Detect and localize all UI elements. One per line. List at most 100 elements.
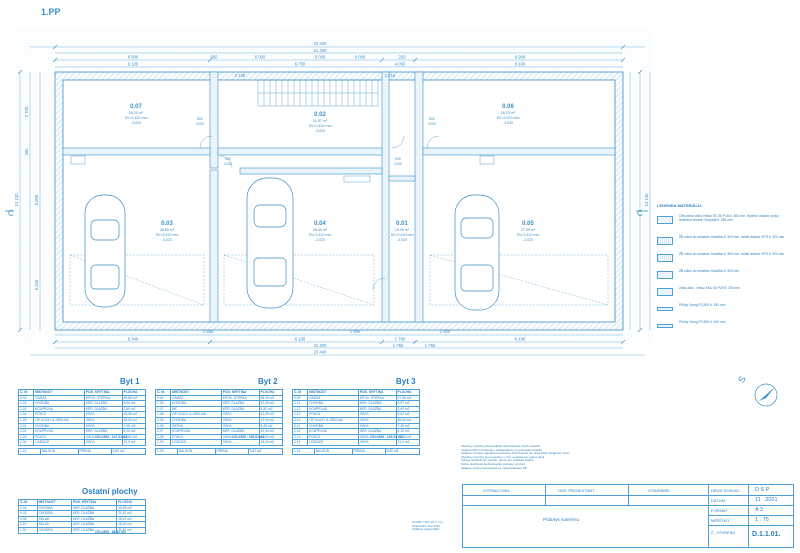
car-icons bbox=[84, 177, 500, 311]
dim-top-inner: 4.050 bbox=[395, 62, 406, 67]
dim-top-seg: 650 bbox=[211, 55, 219, 60]
dim-left-seg: 300 bbox=[24, 148, 29, 156]
dim-right-total: 13 130 bbox=[644, 193, 649, 206]
title-block: VYPRACOVAL ODP. PROJEKTANT STAVEBNÍK Půd… bbox=[462, 484, 794, 548]
dim-bottom-small: 1 900 bbox=[440, 329, 451, 334]
tb-datum-value: 11 . 2021 bbox=[755, 497, 778, 503]
svg-text:18,20 m²: 18,20 m² bbox=[129, 111, 144, 115]
north-arrow-icon: S bbox=[736, 374, 778, 407]
tb-vykres-label: Č. VÝKRESU bbox=[711, 530, 736, 535]
dim-bottom-seg: 6 100 bbox=[515, 337, 526, 342]
note-line: Výkres neslouží pro výrobu, pouze pro re… bbox=[461, 458, 534, 463]
byt-2-title: Byt 2 bbox=[258, 377, 278, 386]
outer-walls bbox=[54, 71, 624, 331]
tb-vykres-value: D.1.1.01. bbox=[752, 531, 781, 538]
car-icon bbox=[454, 194, 500, 311]
byt-1-total: CELKEM : 147,31 m2 bbox=[95, 435, 128, 439]
section-mark-left: C bbox=[8, 209, 14, 218]
legend-item: ŽB zdivo do zeměstv. tloušťka tl. 300 mm bbox=[657, 269, 792, 279]
svg-text:-3,020: -3,020 bbox=[162, 238, 172, 242]
tb-druh-label: DRUH DOKUM.: bbox=[711, 488, 741, 493]
svg-text:-3,020: -3,020 bbox=[315, 238, 325, 242]
svg-text:-3,020: -3,020 bbox=[315, 129, 325, 133]
dim-left-seg: 5.800 bbox=[34, 194, 39, 205]
material-legend: LEGENDA MATERIÁLU: Obvodové zdivo Heluz … bbox=[657, 203, 792, 337]
legend-item: Příčky Ytong P2-500 tl. 150 mm bbox=[657, 303, 792, 313]
byt-3-total: CELKEM : 145,04 m2 bbox=[370, 435, 403, 439]
svg-text:-3,020: -3,020 bbox=[523, 238, 533, 242]
interior-walls bbox=[62, 71, 616, 323]
byt-1-title: Byt 1 bbox=[120, 377, 140, 386]
svg-text:SV=2,420 mm: SV=2,420 mm bbox=[309, 124, 332, 128]
svg-text:0.02: 0.02 bbox=[314, 112, 326, 118]
dim-bottom-small: 2 850 bbox=[203, 329, 214, 334]
door-swings bbox=[199, 135, 440, 291]
svg-text:800: 800 bbox=[429, 117, 435, 121]
staircase bbox=[257, 79, 379, 107]
svg-text:2100: 2100 bbox=[224, 162, 232, 166]
tb-meritko-value: 1 : 75 bbox=[755, 517, 769, 523]
svg-text:900: 900 bbox=[395, 157, 401, 161]
tb-format-value: A 3 bbox=[755, 507, 763, 513]
tb-vypracoval: VYPRACOVAL bbox=[483, 488, 510, 493]
dim-top-inner: 2 100 bbox=[235, 73, 246, 78]
legend-title: LEGENDA MATERIÁLU: bbox=[657, 203, 703, 208]
dim-top-seg: 6 900 bbox=[515, 55, 526, 60]
floor-label: 1.PP bbox=[41, 7, 61, 17]
tb-datum-label: DATUM bbox=[711, 498, 725, 503]
svg-text:SV=2,420 mm: SV=2,420 mm bbox=[497, 116, 520, 120]
other-areas-title: Ostatní plochy bbox=[82, 487, 138, 496]
legend-item: Příčky Ytong P2-500 tl. 100 mm bbox=[657, 320, 792, 330]
svg-text:37,55 m²: 37,55 m² bbox=[521, 228, 536, 232]
note-line: Nutné dodržovat technologické postupy vý… bbox=[461, 461, 525, 466]
tb-drawing-name: Půdorys suterénu bbox=[543, 517, 580, 522]
svg-text:800: 800 bbox=[197, 117, 203, 121]
legend-item: ŽB zdivo do zeměstv. tloušťka tl. 300 mm… bbox=[657, 252, 792, 262]
svg-text:0.06: 0.06 bbox=[502, 104, 514, 110]
dim-top-inner: 6.100 bbox=[515, 62, 526, 67]
svg-text:38,40 m²: 38,40 m² bbox=[313, 228, 328, 232]
dim-top-seg: 6 900 bbox=[128, 55, 139, 60]
svg-text:SV=2,420 mm: SV=2,420 mm bbox=[125, 116, 148, 120]
svg-text:21,87 m²: 21,87 m² bbox=[313, 119, 328, 123]
dim-left-total: 13 130 bbox=[14, 193, 19, 206]
dimension-lines bbox=[19, 46, 651, 356]
dim-bottom-overall: 23 440 bbox=[314, 350, 327, 355]
room-label: 0.01 10,35 m² SV=2,420 mm -3,020 bbox=[391, 221, 414, 242]
dim-left-seg: 2 700 bbox=[24, 106, 29, 117]
car-icon bbox=[246, 177, 294, 309]
dim-top-seg: 6 000 bbox=[255, 55, 266, 60]
note-line: Všechny rozměry jsou uvedeny v mm, nesta… bbox=[461, 454, 545, 459]
dim-left-seg: 5.200 bbox=[34, 279, 39, 290]
section-marks: C C bbox=[5, 209, 648, 218]
room-label: 0.05 37,55 m² SV=2,420 mm -3,020 bbox=[517, 221, 540, 242]
dim-bottom-total: 21 400 bbox=[314, 343, 327, 348]
svg-text:38,85 m²: 38,85 m² bbox=[160, 228, 175, 232]
section-mark-right: C bbox=[637, 209, 643, 218]
dim-bottom-seg: 1 700 bbox=[395, 337, 406, 342]
car-icon bbox=[84, 194, 126, 308]
